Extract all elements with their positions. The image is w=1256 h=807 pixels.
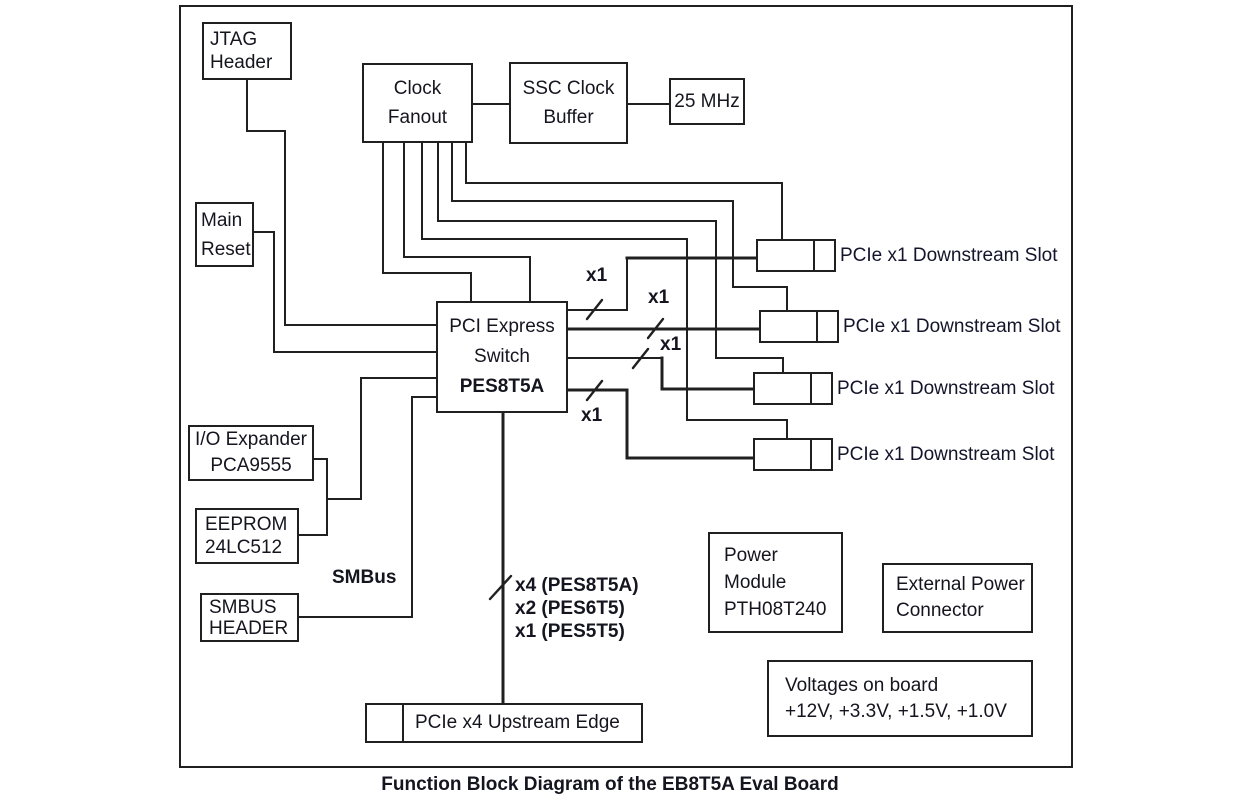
upstream-width-slash [488,574,513,601]
lane2-width-slash [646,317,665,340]
ssc-clock-buffer-label-line2: Buffer [543,107,594,128]
jtag-header-label-line1: JTAG [210,29,258,50]
wire-clock-to-slot2 [451,142,788,311]
diagram-border [179,5,1073,768]
wire-clock-to-slot1 [465,142,783,240]
voltages-label-line2: +12V, +3.3V, +1.5V, +1.0V [785,700,1007,722]
downstream-slot-3-label: PCIe x1 Downstream Slot [837,378,1055,399]
power-module-part-number: PTH08T240 [724,599,827,620]
external-power-label-line2: Connector [896,600,984,621]
smbus-header-box: SMBUS HEADER [200,593,299,642]
wire-smbusheader-to-switch [298,396,437,618]
diagram-caption: Function Block Diagram of the EB8T5A Eva… [381,774,839,795]
upstream-lane-width-list: x4 (PES8T5A) x2 (PES6T5) x1 (PES5T5) [515,574,639,643]
lane1-width-slash [585,298,604,321]
lane4-width-label: x1 [581,405,603,426]
upstream-lane-width-pes8t5a: x4 (PES8T5A) [515,575,639,596]
wire-clock-to-switch-a [382,142,472,302]
clock-fanout-box: Clock Fanout [362,63,473,143]
lane3-width-label: x1 [660,334,682,355]
wire-reset-to-switch [253,231,437,353]
wire-clock-to-slot3 [437,142,784,373]
pci-express-switch-box: PCI Express Switch PES8T5A [436,301,568,413]
io-expander-label-line1: I/O Expander [195,429,307,450]
eeprom-box: EEPROM 24LC512 [195,508,299,564]
power-module-box: Power Module PTH08T240 [708,532,843,633]
external-power-connector-box: External Power Connector [882,563,1033,633]
clock-fanout-label-line2: Fanout [387,107,448,128]
jtag-header-box: JTAG Header [202,22,292,80]
wire-smbus-to-switch [326,377,437,500]
slot-2-connector-divider [816,312,818,341]
upstream-lane-width-pes6t5: x2 (PES6T5) [515,598,625,619]
eeprom-label-line1: EEPROM [205,514,288,535]
downstream-slot-1-label: PCIe x1 Downstream Slot [840,245,1058,266]
power-module-label-line2: Module [724,572,787,593]
lane4-width-slash [585,379,604,402]
main-reset-label-line1: Main [201,209,243,231]
downstream-slot-1-connector [756,239,836,272]
voltages-label-line1: Voltages on board [785,674,939,696]
io-expander-box: I/O Expander PCA9555 [188,425,314,481]
downstream-slot-4-label: PCIe x1 Downstream Slot [837,444,1055,465]
ssc-clock-buffer-box: SSC Clock Buffer [509,62,628,144]
lane1-width-label: x1 [586,265,608,286]
crystal-25mhz-box: 25 MHz [669,78,745,125]
power-module-label-line1: Power [724,545,778,566]
wire-clock-to-switch-b [403,142,531,302]
wire-lane4 [566,388,755,460]
downstream-slot-3-connector [753,372,833,405]
voltages-on-board-box: Voltages on board +12V, +3.3V, +1.5V, +1… [767,660,1033,737]
wire-lane3-b [660,356,755,391]
external-power-label-line1: External Power [896,574,1025,595]
pci-switch-label-line1: PCI Express [449,316,555,337]
upstream-lane-width-pes5t5: x1 (PES5T5) [515,621,625,642]
downstream-slot-2-label: PCIe x1 Downstream Slot [843,316,1061,337]
main-reset-box: Main Reset [195,202,254,267]
downstream-slot-4-connector [753,438,833,471]
pcie-upstream-edge-box: PCIe x4 Upstream Edge [365,703,643,743]
io-expander-label-line2: PCA9555 [210,455,292,476]
smbus-bus-label: SMBus [332,567,397,588]
pci-switch-part-number: PES8T5A [459,376,545,397]
clock-fanout-label-line1: Clock [393,78,442,99]
smbus-header-label-line1: SMBUS [209,596,277,618]
downstream-slot-2-connector [759,310,839,343]
slot-4-connector-divider [810,440,812,469]
lane2-width-label: x1 [648,287,670,308]
upstream-edge-label: PCIe x4 Upstream Edge [415,712,620,733]
eeprom-label-line2: 24LC512 [205,537,283,558]
slot-3-connector-divider [810,374,812,403]
slot-1-connector-divider [813,241,815,270]
lane3-width-slash [631,347,650,370]
upstream-connector-divider [402,705,404,741]
wire-jtag-to-switch [246,79,437,326]
ssc-clock-buffer-label-line1: SSC Clock [522,78,615,99]
main-reset-label-line2: Reset [201,238,251,260]
pci-switch-label-line2: Switch [474,346,530,367]
smbus-header-label-line2: HEADER [209,617,289,639]
jtag-header-label-line2: Header [210,52,273,73]
wire-lane1-a [567,257,628,311]
crystal-25mhz-label: 25 MHz [674,90,740,112]
